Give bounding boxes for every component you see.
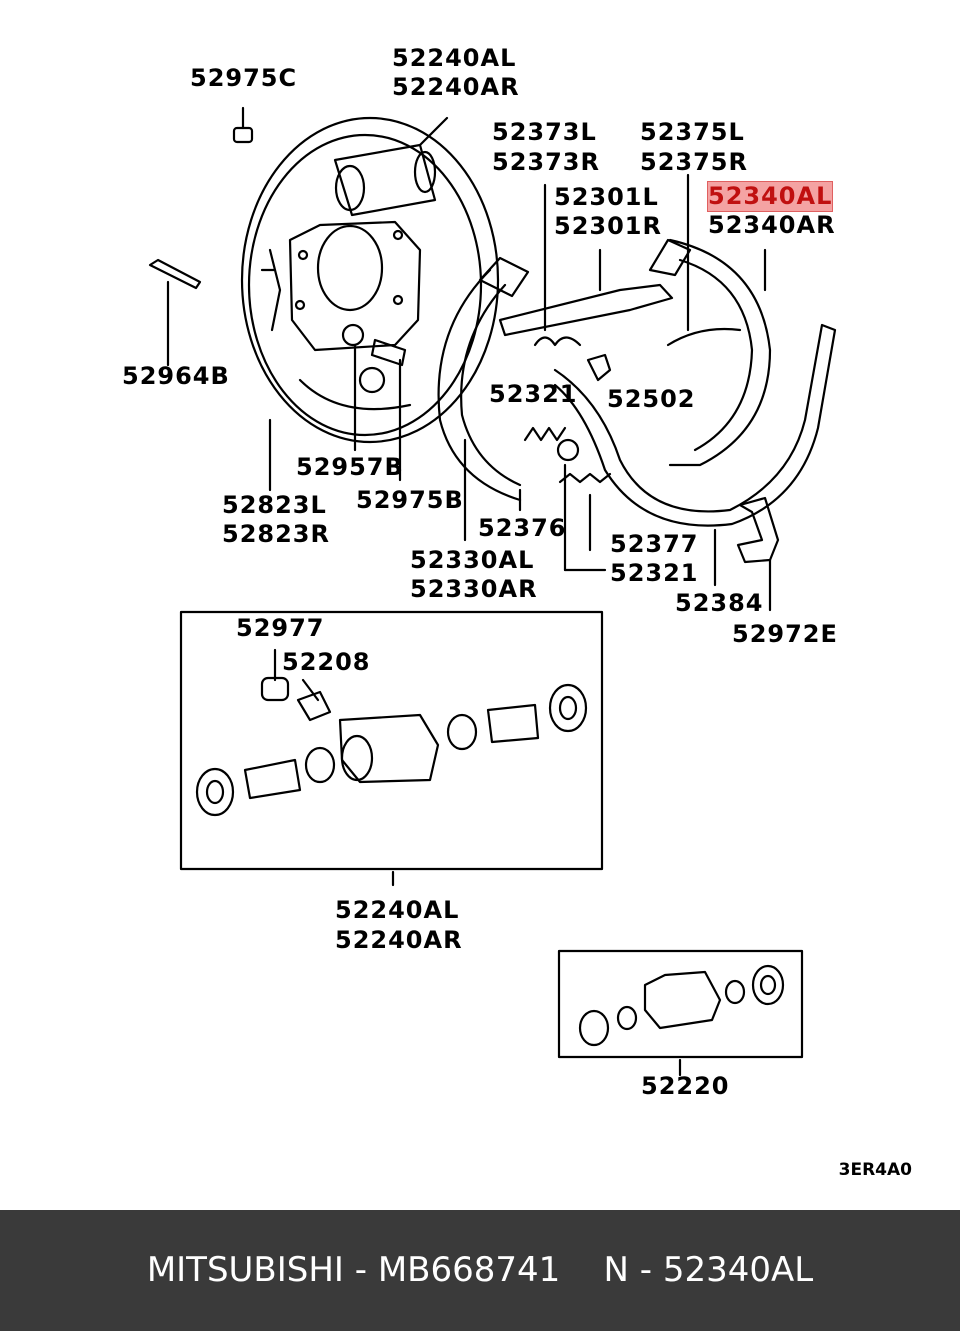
brake-shoe-left-drawing xyxy=(437,256,530,542)
label-52377: 52377 xyxy=(610,530,699,558)
springs-drawing xyxy=(518,426,612,572)
label-52330ar: 52330AR xyxy=(410,575,538,603)
label-52220: 52220 xyxy=(641,1072,730,1100)
wheel-cylinder-kit-box xyxy=(179,610,604,871)
label-52240al-top: 52240AL xyxy=(392,44,517,72)
label-52376: 52376 xyxy=(478,514,567,542)
label-52240ar-mid: 52240AR xyxy=(335,926,463,954)
label-52975c: 52975C xyxy=(190,64,298,92)
parking-lever-drawing xyxy=(553,323,837,587)
clip-52502-drawing xyxy=(586,353,612,382)
label-52340ar: 52340AR xyxy=(708,211,836,239)
label-52240al-mid: 52240AL xyxy=(335,896,460,924)
bolt-52964b-drawing xyxy=(148,258,202,367)
diagram-code: 3ER4A0 xyxy=(838,1160,912,1180)
label-52340al-highlighted[interactable]: 52340AL xyxy=(706,181,834,212)
label-52823l: 52823L xyxy=(222,491,327,519)
label-52321-bottom: 52321 xyxy=(610,559,699,587)
label-52977: 52977 xyxy=(236,614,325,642)
label-52240ar-top: 52240AR xyxy=(392,73,520,101)
label-52375r: 52375R xyxy=(640,148,748,176)
label-52502: 52502 xyxy=(607,385,696,413)
backing-plate-drawing xyxy=(240,116,500,444)
brake-assembly-diagram xyxy=(148,106,837,1077)
label-52823r: 52823R xyxy=(222,520,330,548)
label-52321-top: 52321 xyxy=(489,380,578,408)
footer-bar: MITSUBISHI - MB668741 N - 52340AL xyxy=(0,1210,960,1331)
bracket-52972e-drawing xyxy=(736,496,780,612)
label-52957b: 52957B xyxy=(296,453,404,481)
label-52330al: 52330AL xyxy=(410,546,535,574)
label-52301r: 52301R xyxy=(554,212,662,240)
label-52975b: 52975B xyxy=(356,486,464,514)
repair-kit-exploded-drawing xyxy=(578,964,785,1077)
adjuster-strut-drawing xyxy=(498,183,674,347)
footer-part-info: MITSUBISHI - MB668741 N - 52340AL xyxy=(146,1250,814,1290)
label-52301l: 52301L xyxy=(554,183,659,211)
bolt-52975c-drawing xyxy=(232,106,254,144)
label-52972e: 52972E xyxy=(732,620,838,648)
label-52964b: 52964B xyxy=(122,362,230,390)
label-52373r: 52373R xyxy=(492,148,600,176)
label-52375l: 52375L xyxy=(640,118,745,146)
label-52208: 52208 xyxy=(282,648,371,676)
wheel-cylinder-top-drawing xyxy=(333,116,449,217)
wheel-cylinder-exploded-drawing xyxy=(195,648,588,887)
brake-shoe-right-drawing xyxy=(648,173,772,467)
repair-kit-box xyxy=(557,949,804,1059)
label-52373l: 52373L xyxy=(492,118,597,146)
label-52384: 52384 xyxy=(675,589,764,617)
